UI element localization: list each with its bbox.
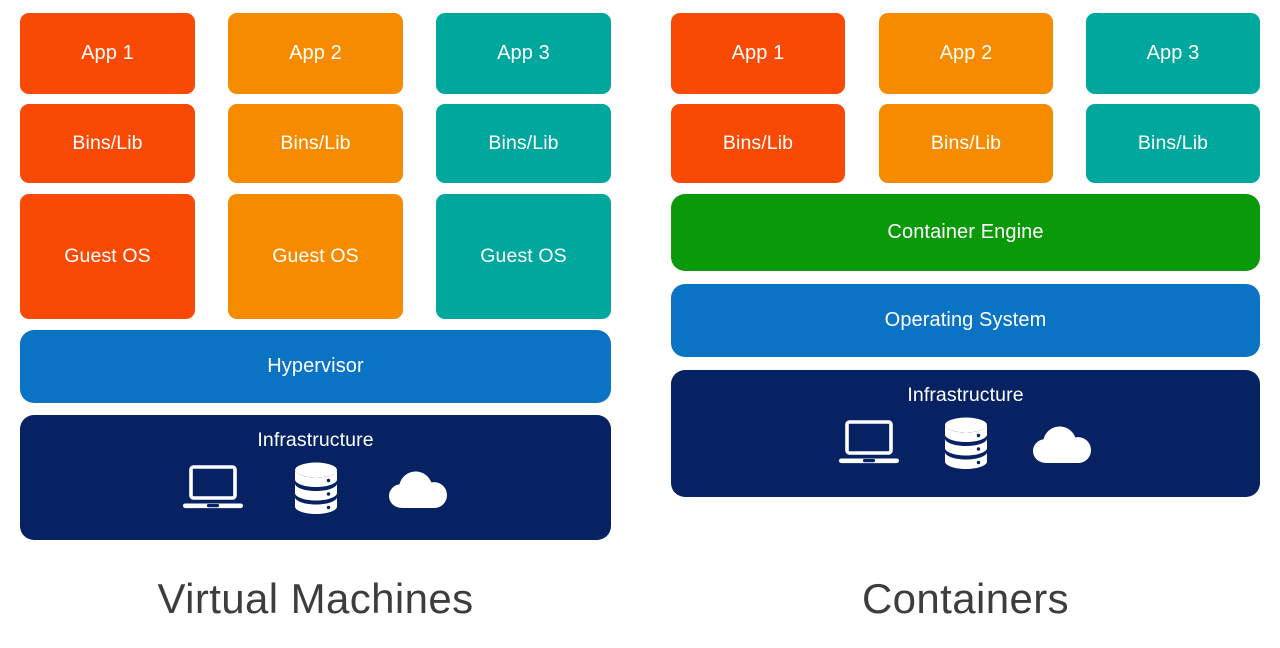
vm-infrastructure-label: Infrastructure [257,429,374,451]
ctr-app-1-block: App 1 [671,13,845,94]
ctr-infrastructure-icon-row [838,416,1094,472]
virtual-machines-panel: App 1 Bins/Lib Guest OS App 2 Bins/Lib G… [20,13,611,622]
ctr-bins-lib-1-label: Bins/Lib [722,132,794,155]
vm-guest-os-2-block: Guest OS [228,194,403,319]
ctr-bins-lib-2-label: Bins/Lib [930,132,1002,155]
vm-guest-os-2-label: Guest OS [272,245,359,268]
vm-guest-os-3-label: Guest OS [480,245,567,268]
database-icon [292,461,340,517]
vm-app-2-block: App 2 [228,13,403,94]
ctr-app-3-label: App 3 [1146,42,1200,64]
container-engine-block: Container Engine [671,194,1260,271]
laptop-icon [182,463,244,515]
vm-bins-lib-1-label: Bins/Lib [72,132,143,155]
containers-caption: Containers [861,575,1070,622]
operating-system-label: Operating System [884,309,1047,331]
container-engine-label: Container Engine [887,221,1044,243]
containers-panel: App 1 Bins/Lib App 2 Bins/Lib App 3 Bins… [640,0,1280,648]
vm-infrastructure-block: Infrastructure [20,415,611,540]
vm-guest-os-3-block: Guest OS [436,194,611,319]
ctr-bins-lib-1-block: Bins/Lib [671,104,845,183]
laptop-icon [838,418,900,470]
database-icon [942,416,990,472]
virtual-machines-caption: Virtual Machines [157,575,474,622]
ctr-app-2-label: App 2 [939,42,993,64]
vm-guest-os-1-label: Guest OS [64,245,151,268]
vm-app-2-label: App 2 [289,42,342,64]
ctr-bins-lib-3-block: Bins/Lib [1086,104,1260,183]
operating-system-block: Operating System [671,284,1260,357]
vm-guest-os-1-block: Guest OS [20,194,195,319]
ctr-infrastructure-label: Infrastructure [907,384,1024,406]
hypervisor-block: Hypervisor [20,330,611,403]
ctr-app-2-block: App 2 [879,13,1053,94]
vm-infrastructure-icon-row [182,461,450,517]
vm-app-1-block: App 1 [20,13,195,94]
hypervisor-label: Hypervisor [267,355,364,377]
vm-bins-lib-3-label: Bins/Lib [488,132,559,155]
vm-app-3-label: App 3 [497,42,550,64]
ctr-bins-lib-3-label: Bins/Lib [1137,132,1209,155]
vm-app-3-block: App 3 [436,13,611,94]
ctr-app-3-block: App 3 [1086,13,1260,94]
cloud-icon [388,467,450,511]
ctr-infrastructure-block: Infrastructure [671,370,1260,497]
ctr-bins-lib-2-block: Bins/Lib [879,104,1053,183]
vm-bins-lib-2-label: Bins/Lib [280,132,351,155]
cloud-icon [1032,422,1094,466]
vm-bins-lib-2-block: Bins/Lib [228,104,403,183]
vm-app-1-label: App 1 [81,42,134,64]
vm-bins-lib-1-block: Bins/Lib [20,104,195,183]
ctr-app-1-label: App 1 [731,42,785,64]
vm-bins-lib-3-block: Bins/Lib [436,104,611,183]
